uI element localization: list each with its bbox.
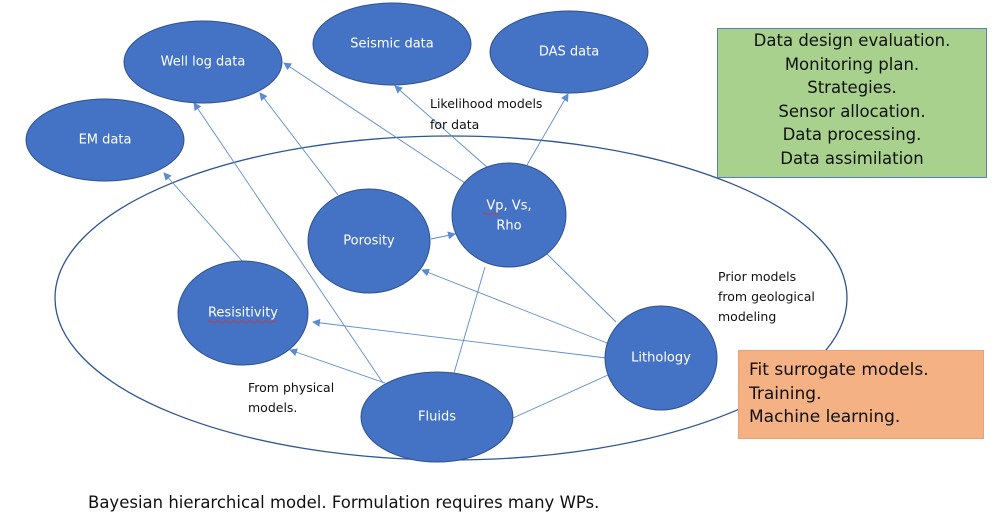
edge-porosity-to-vp — [430, 231, 456, 240]
node-shape — [25, 98, 185, 182]
surrogate-line: Fit surrogate models. — [749, 360, 929, 380]
data-design-line: Sensor allocation. — [778, 101, 926, 121]
edge-fluids-to-resistivity — [289, 348, 386, 384]
spellcheck-underline — [482, 212, 500, 216]
node-shape — [604, 305, 718, 411]
node-label: Porosity — [343, 234, 395, 249]
edge-lithology-to-vp — [546, 253, 617, 323]
physical-annotation: From physical models. — [248, 380, 338, 415]
node-shape — [177, 260, 309, 366]
node-shape — [312, 2, 472, 86]
edge-lithology-to-porosity — [421, 268, 608, 344]
edge-resistivity-to-em — [163, 172, 244, 263]
surrogate-line: Machine learning. — [749, 407, 901, 427]
node-vp: Vp, Vs, Rho — [451, 162, 567, 268]
node-fluids: Fluids — [360, 371, 514, 463]
node-lithology: Lithology — [604, 305, 718, 411]
data-design-line: Data processing. — [782, 125, 922, 144]
node-label: EM data — [79, 133, 132, 148]
node-shape — [307, 188, 431, 294]
node-label: Seismic data — [350, 37, 433, 52]
node-em: EM data — [25, 98, 185, 182]
edge-lithology-to-resistivity — [312, 318, 607, 359]
node-shape — [451, 162, 567, 268]
edge-fluids-to-well_log — [193, 102, 384, 384]
surrogate-line: Training. — [749, 383, 822, 404]
data-design-line: Data assimilation — [780, 148, 924, 168]
spellcheck-underline — [207, 320, 277, 324]
data-design-box: Data design evaluation. Monitoring plan.… — [717, 28, 987, 178]
data-design-line: Strategies. — [807, 78, 897, 97]
likelihood-annotation: Likelihood models for data — [430, 96, 546, 132]
edge-fluids-to-vp — [453, 266, 486, 374]
data-design-line: Data design evaluation. — [753, 31, 951, 50]
edge-vp-to-das — [526, 93, 569, 166]
node-label: Rho — [496, 219, 521, 234]
node-well-log: Well log data — [123, 20, 283, 104]
edge-vp-to-seismic — [394, 85, 489, 169]
node-porosity: Porosity — [307, 188, 431, 294]
node-seismic: Seismic data — [312, 2, 472, 86]
node-label: Vp, Vs, — [486, 199, 531, 214]
prior-annotation: Prior models from geological modeling — [718, 269, 819, 324]
edge-lithology-to-fluids — [512, 374, 609, 419]
node-shape — [360, 371, 514, 463]
node-resistivity: Resisitivity — [177, 260, 309, 366]
edge-vp-to-well_log — [283, 62, 466, 184]
node-label: Lithology — [631, 351, 691, 366]
edges-layer — [163, 62, 617, 419]
node-label: DAS data — [539, 45, 599, 60]
node-label: Well log data — [161, 55, 246, 70]
data-design-line: Monitoring plan. — [784, 54, 920, 74]
diagram-caption: Bayesian hierarchical model. Formulation… — [88, 493, 600, 512]
node-label: Resisitivity — [208, 306, 278, 321]
edge-porosity-to-well_log — [259, 92, 339, 196]
node-label: Fluids — [418, 410, 456, 425]
node-shape — [123, 20, 283, 104]
node-shape — [489, 10, 649, 94]
surrogate-models-box: Fit surrogate models. Training. Machine … — [738, 350, 984, 439]
node-das: DAS data — [489, 10, 649, 94]
